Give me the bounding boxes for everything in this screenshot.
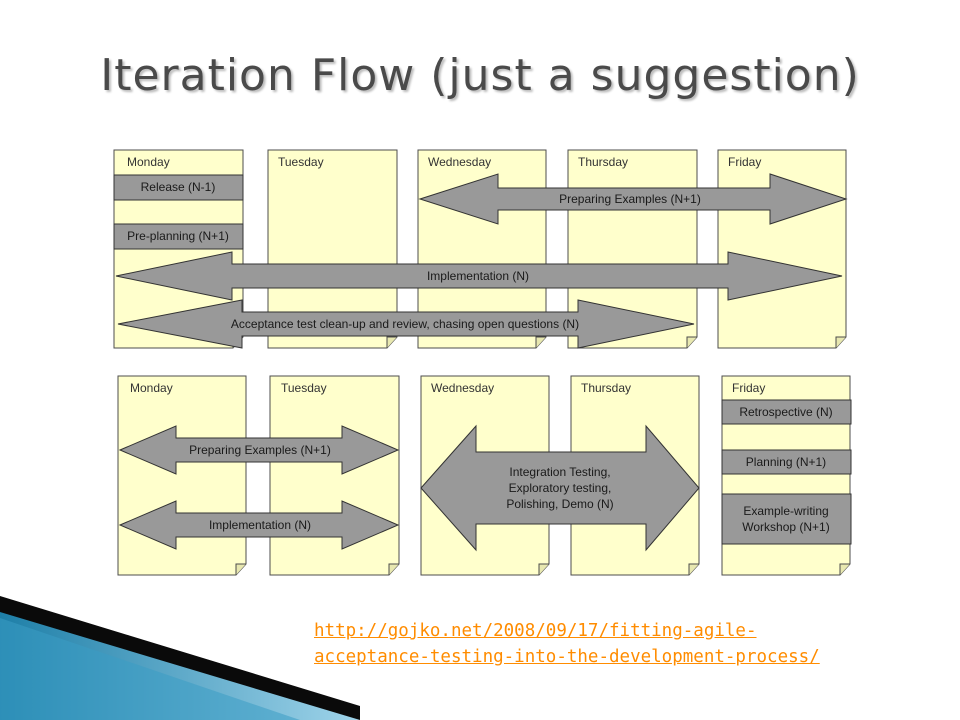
week2-arrow-implementation-label: Implementation (N) [209, 518, 311, 532]
week2-box-example-workshop [721, 493, 852, 545]
week2-arrow-integration-testing [420, 424, 700, 552]
week2-box-retrospective [721, 399, 852, 425]
week2-box-planning-label: Planning (N+1) [746, 455, 826, 469]
week1-day-tuesday: Tuesday [278, 155, 324, 169]
week1-day-friday: Friday [728, 155, 761, 169]
week2-arrow-implementation [118, 500, 400, 550]
week2-day-thursday: Thursday [581, 381, 631, 395]
week1-day-wednesday: Wednesday [428, 155, 491, 169]
source-link-line1: http://gojko.net/2008/09/17/fitting-agil… [314, 621, 757, 641]
week2-day-wednesday: Wednesday [431, 381, 494, 395]
week1-arrow-acceptance-cleanup [117, 299, 695, 349]
week2-day-tuesday: Tuesday [281, 381, 327, 395]
source-link-line2: acceptance-testing-into-the-development-… [314, 647, 820, 667]
week1-box-release [113, 174, 244, 201]
week1-arrow-acceptance-cleanup-label: Acceptance test clean-up and review, cha… [231, 317, 579, 331]
week1-arrow-preparing-examples-label: Preparing Examples (N+1) [559, 192, 701, 206]
week2-box-planning [721, 449, 852, 475]
week1-arrow-preparing-examples [418, 173, 848, 225]
week2-note-monday [117, 375, 247, 576]
week2-arrow-integration-line1: Integration Testing, [509, 465, 610, 479]
week2-arrow-integration-line2: Exploratory testing, [509, 481, 612, 495]
week2-arrow-preparing-examples-label: Preparing Examples (N+1) [189, 443, 331, 457]
week1-day-thursday: Thursday [578, 155, 628, 169]
week1-arrow-implementation [115, 251, 843, 301]
week2-day-friday: Friday [732, 381, 765, 395]
week2-arrow-preparing-examples [118, 425, 400, 475]
source-link[interactable]: http://gojko.net/2008/09/17/fitting-agil… [314, 618, 820, 670]
week2-box-retrospective-label: Retrospective (N) [739, 405, 832, 419]
week2-day-monday: Monday [130, 381, 173, 395]
week2-arrow-integration-line3: Polishing, Demo (N) [506, 497, 613, 511]
week1-arrow-implementation-label: Implementation (N) [427, 269, 529, 283]
week2-note-tuesday [269, 375, 400, 576]
corner-dark-swoosh [0, 596, 360, 720]
week1-box-release-label: Release (N-1) [141, 180, 216, 194]
week1-day-monday: Monday [127, 155, 170, 169]
slide-title: Iteration Flow (just a suggestion) [100, 50, 860, 101]
week1-box-preplanning-label: Pre-planning (N+1) [127, 229, 229, 243]
week2-box-example-workshop-line1: Example-writing [743, 504, 828, 518]
week2-box-example-workshop-line2: Workshop (N+1) [742, 520, 829, 534]
week1-box-preplanning [113, 223, 244, 250]
corner-light-swoosh [0, 618, 300, 720]
